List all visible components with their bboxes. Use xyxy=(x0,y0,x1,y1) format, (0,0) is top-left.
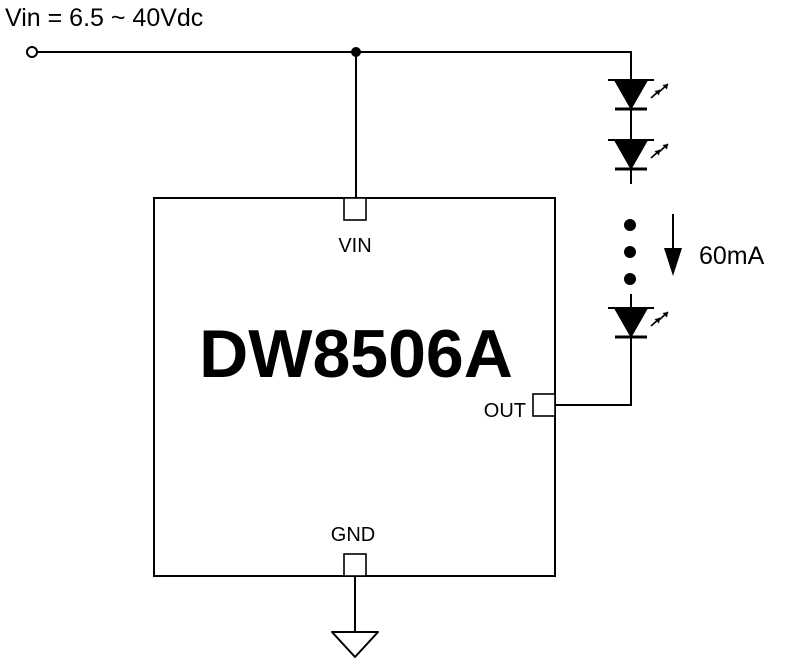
out-wire xyxy=(555,342,632,406)
supply-terminal-icon xyxy=(26,46,38,58)
arrow-down-icon xyxy=(664,214,682,276)
vin-pin xyxy=(343,197,367,221)
led-icon xyxy=(608,76,668,114)
supply-rail-wire xyxy=(37,51,632,78)
ground-icon xyxy=(331,631,379,658)
out-pin xyxy=(532,393,556,417)
current-label: 60mA xyxy=(699,242,765,270)
ic-body xyxy=(153,197,556,577)
led-icon xyxy=(608,136,668,174)
ellipsis-dots-icon xyxy=(624,219,636,285)
vin-pin-label: VIN xyxy=(338,235,371,257)
gnd-pin-label: GND xyxy=(331,524,375,546)
out-pin-label: OUT xyxy=(484,400,526,422)
led-icon xyxy=(608,304,668,342)
supply-voltage-label: Vin = 6.5 ~ 40Vdc xyxy=(5,4,203,32)
gnd-pin xyxy=(343,553,367,577)
chip-name: DW8506A xyxy=(199,316,513,392)
